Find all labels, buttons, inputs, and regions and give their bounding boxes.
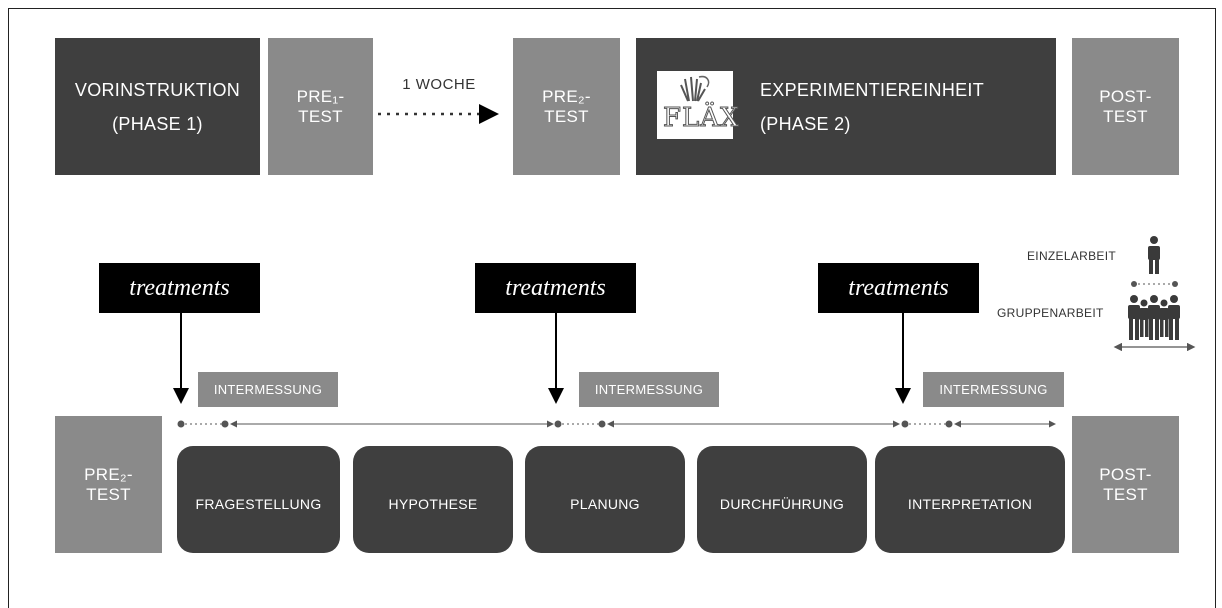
experiment-phase: (PHASE 2) — [760, 113, 851, 134]
treatments-box-1: treatments — [99, 263, 260, 313]
post-test-box-bottom: POST- TEST — [1072, 416, 1179, 553]
legend-connector — [1131, 281, 1178, 287]
gruppenarbeit-label: GRUPPENARBEIT — [997, 306, 1104, 320]
flax-logo: FLÄX — [657, 71, 739, 139]
pre2-test-box-top: PRE₂- TEST — [513, 38, 620, 175]
person-icon — [1148, 236, 1160, 274]
flax-logo-graphic — [680, 75, 710, 102]
step-durchfuehrung: DURCHFÜHRUNG — [697, 446, 867, 553]
step-hypothese: HYPOTHESE — [353, 446, 513, 553]
post-top-line1: POST- — [1099, 86, 1152, 106]
experimentiereinheit-box: EXPERIMENTIEREINHEIT (PHASE 2) — [636, 38, 1056, 175]
pre2-test-box-bottom: PRE₂- TEST — [55, 416, 162, 553]
pre1-test-box: PRE₁- TEST — [268, 38, 373, 175]
pre2-top-line1: PRE₂- — [542, 86, 591, 106]
pre2-bottom-line1: PRE₂- — [84, 464, 133, 484]
post-bottom-line2: TEST — [1103, 484, 1148, 504]
one-week-label: 1 WOCHE — [402, 76, 476, 93]
flax-logo-text: FLÄX — [663, 103, 740, 134]
einzelarbeit-label: EINZELARBEIT — [1027, 249, 1116, 263]
experiment-title: EXPERIMENTIEREINHEIT — [760, 79, 985, 100]
step-fragestellung: FRAGESTELLUNG — [177, 446, 340, 553]
vorinstruktion-title: VORINSTRUKTION — [74, 79, 241, 100]
vorinstruktion-phase: (PHASE 1) — [112, 113, 203, 134]
post-top-line2: TEST — [1103, 106, 1148, 126]
intermessung-box-1: INTERMESSUNG — [198, 372, 338, 407]
pre2-top-line2: TEST — [544, 106, 589, 126]
step-interpretation: INTERPRETATION — [875, 446, 1065, 553]
timeline — [177, 420, 1056, 428]
intermessung-box-2: INTERMESSUNG — [579, 372, 719, 407]
connector-overlay — [173, 104, 1196, 428]
pre2-bottom-line2: TEST — [86, 484, 131, 504]
step-planung: PLANUNG — [525, 446, 685, 553]
post-test-box-top: POST- TEST — [1072, 38, 1179, 175]
pre1-label-line2: TEST — [298, 106, 343, 126]
pre1-label-line1: PRE₁- — [296, 86, 345, 106]
intermessung-box-3: INTERMESSUNG — [923, 372, 1064, 407]
treatments-box-3: treatments — [818, 263, 979, 313]
post-bottom-line1: POST- — [1099, 464, 1152, 484]
treatments-box-2: treatments — [475, 263, 636, 313]
group-icon — [1128, 295, 1180, 340]
diagram-frame — [8, 8, 1216, 608]
vorinstruktion-box: VORINSTRUKTION (PHASE 1) — [55, 38, 260, 175]
